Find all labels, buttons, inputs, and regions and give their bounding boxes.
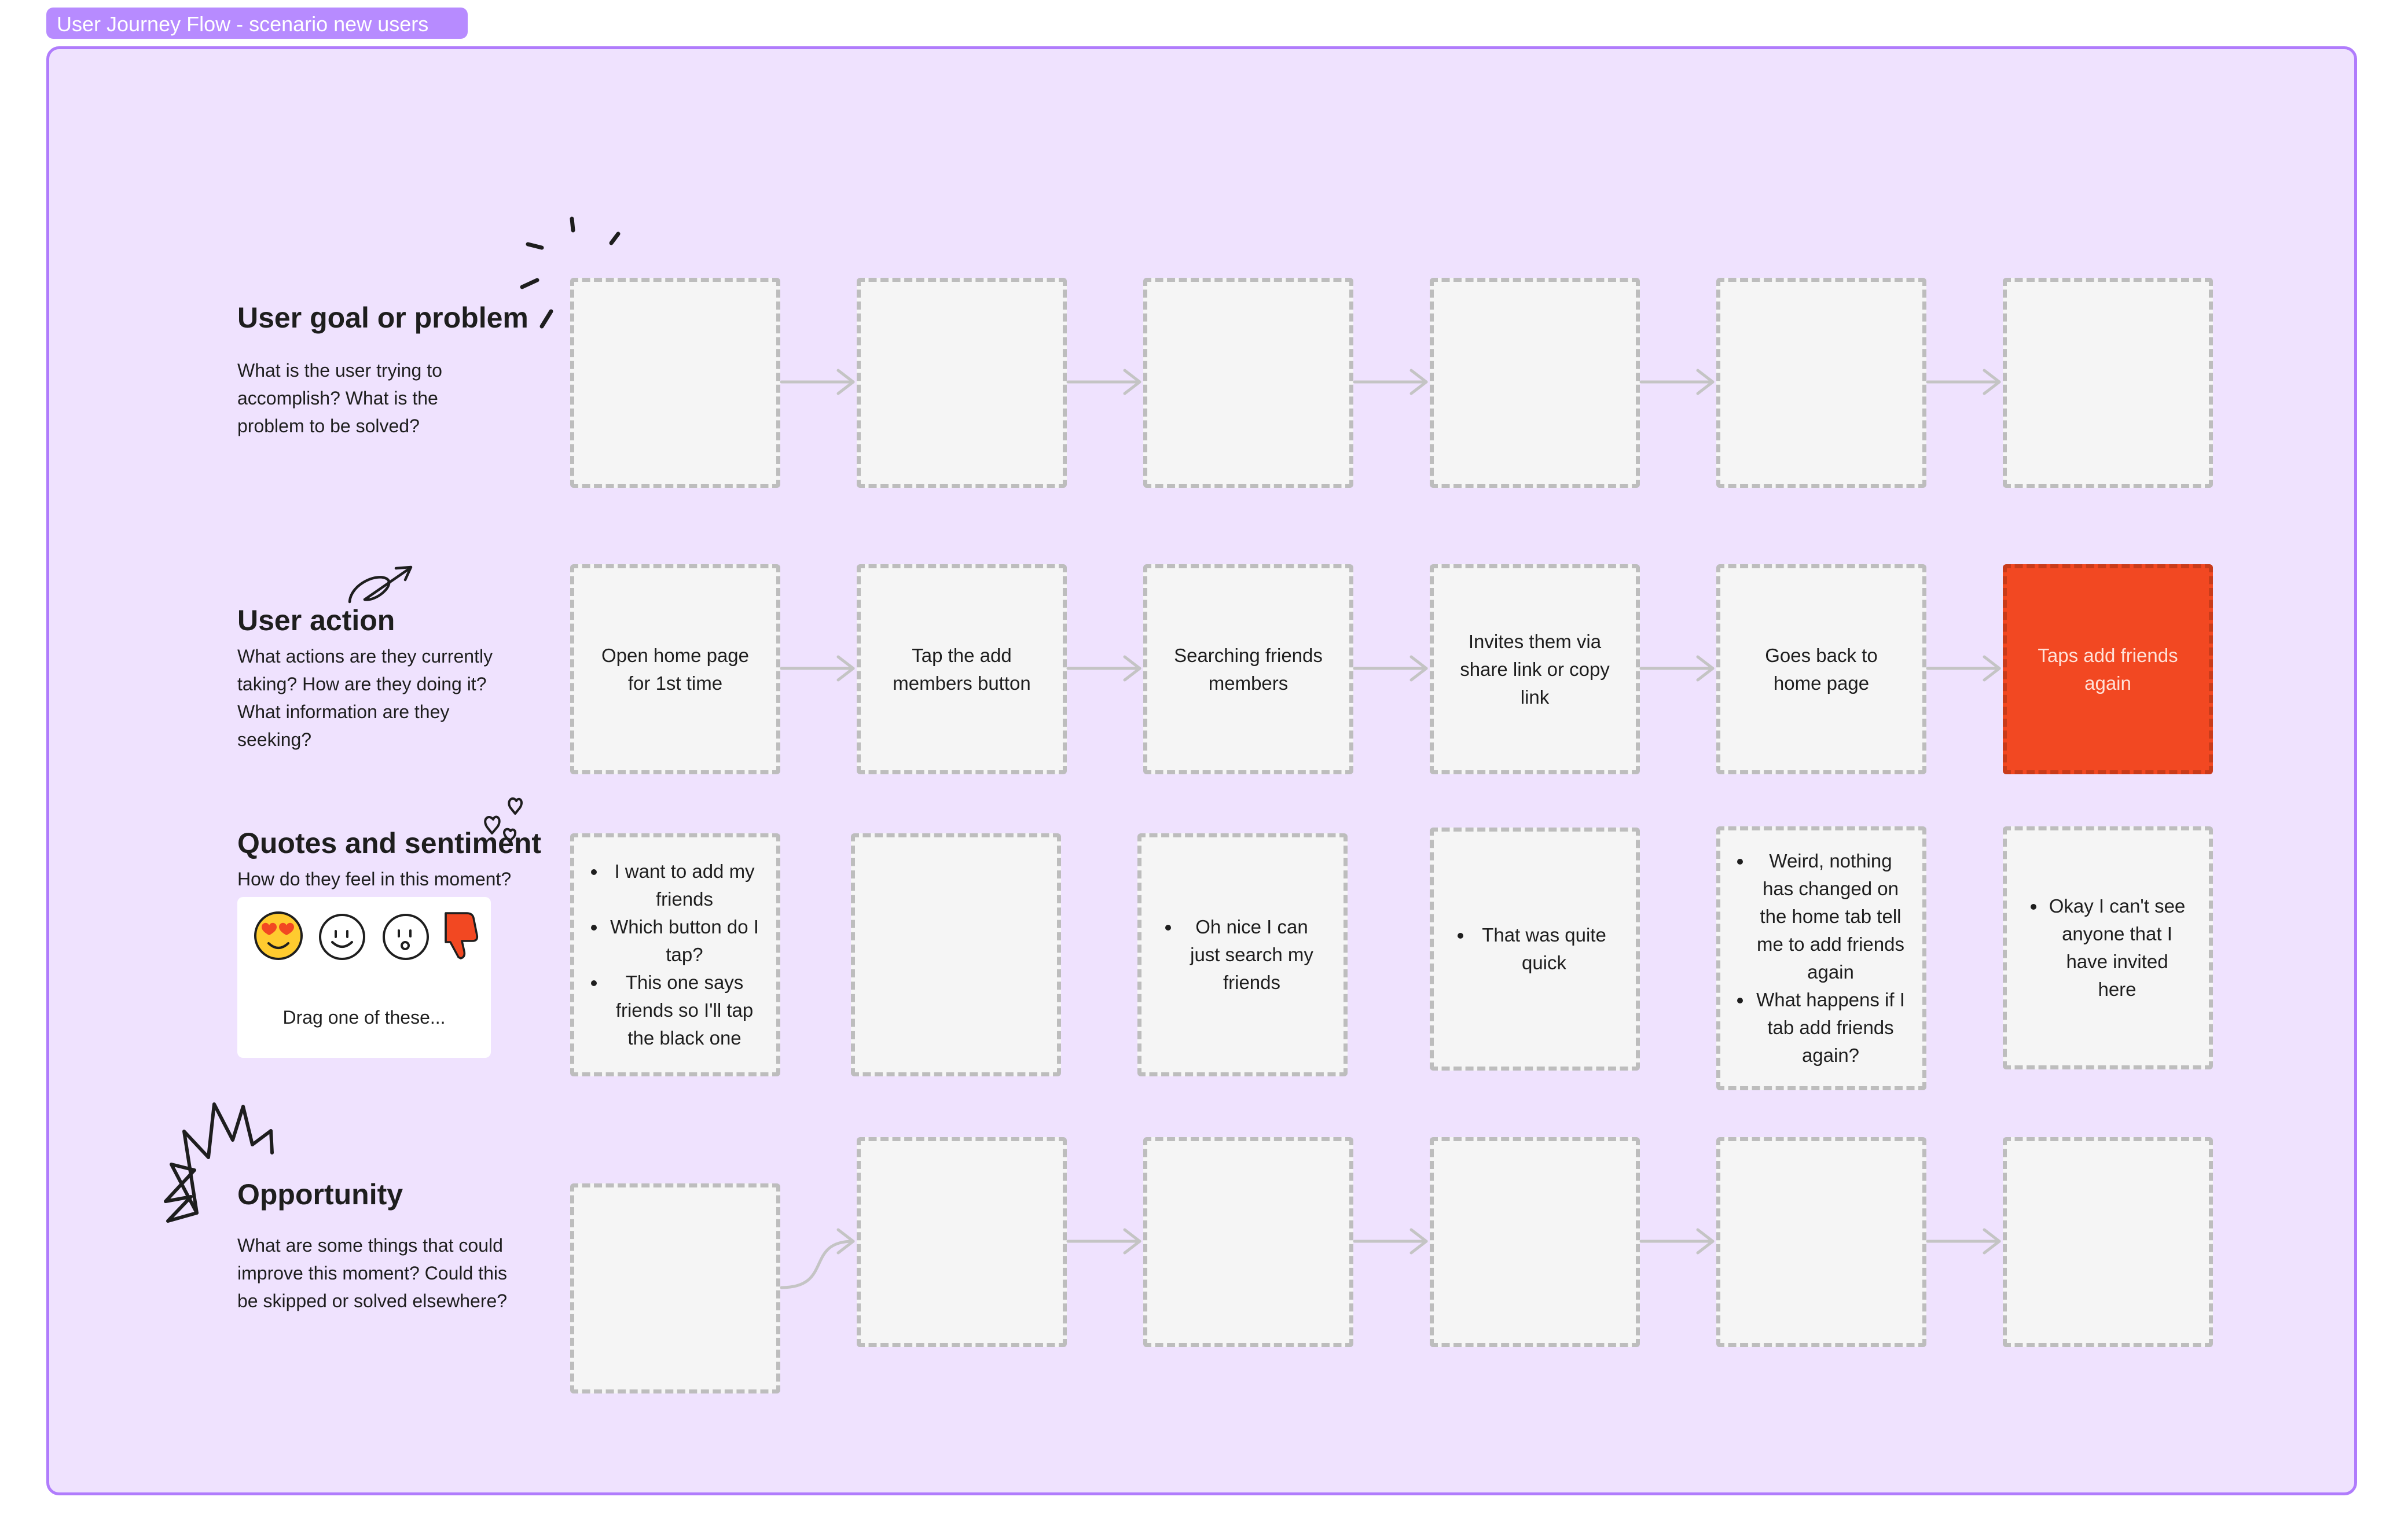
goal-card-5[interactable] xyxy=(1716,278,1926,488)
goal-card-4[interactable] xyxy=(1430,278,1640,488)
action-card-1[interactable]: Open home page for 1st time xyxy=(570,564,780,774)
quote-card-1[interactable]: I want to add my friends Which button do… xyxy=(570,833,780,1076)
action-card-4[interactable]: Invites them via share link or copy link xyxy=(1430,564,1640,774)
action-card-6-highlighted[interactable]: Taps add friends again xyxy=(2003,564,2213,774)
connector-arrow xyxy=(1353,1228,1428,1255)
quote-list: Oh nice I can just search my friends xyxy=(1162,913,1323,997)
row-description-opportunity: What are some things that could improve … xyxy=(237,1235,508,1311)
quote-item: That was quite quick xyxy=(1473,921,1615,977)
connector-arrow xyxy=(1926,369,2001,395)
action-card-text: Taps add friends again xyxy=(2038,644,2178,694)
goal-card-6[interactable] xyxy=(2003,278,2213,488)
connector-arrow xyxy=(1926,1228,2001,1255)
quote-item: Okay I can't see anyone that I have invi… xyxy=(2046,892,2188,1003)
sparkle-doodle-icon xyxy=(520,216,621,329)
action-card-5[interactable]: Goes back to home page xyxy=(1716,564,1926,774)
quote-item: What happens if I tab add friends again? xyxy=(1753,986,1908,1069)
frame-title-tag[interactable]: User Journey Flow - scenario new users xyxy=(46,8,468,39)
connector-arrow xyxy=(780,369,855,395)
connector-arrow xyxy=(1353,655,1428,682)
row-title-opportunity: Opportunity xyxy=(237,1178,403,1211)
quote-card-5[interactable]: Weird, nothing has changed on the home t… xyxy=(1716,826,1926,1090)
connector-arrow xyxy=(780,1228,855,1289)
arrow-doodle-icon xyxy=(348,565,413,604)
action-card-text: Tap the add members button xyxy=(893,644,1031,694)
quote-list: That was quite quick xyxy=(1455,921,1615,977)
connector-arrow xyxy=(1639,369,1715,395)
hearts-doodle-icon xyxy=(484,797,523,843)
sentiment-sticker-card: Drag one of these... xyxy=(237,897,491,1058)
goal-card-1[interactable] xyxy=(570,278,780,488)
quote-list: Weird, nothing has changed on the home t… xyxy=(1734,847,1908,1069)
heart-eyes-emoji-icon[interactable] xyxy=(252,910,304,962)
connector-arrow xyxy=(1639,1228,1715,1255)
quote-card-3[interactable]: Oh nice I can just search my friends xyxy=(1137,833,1348,1076)
opportunity-card-3[interactable] xyxy=(1143,1137,1353,1347)
connector-arrow xyxy=(1926,655,2001,682)
thumbs-down-icon[interactable] xyxy=(440,911,484,961)
quote-item: I want to add my friends xyxy=(607,858,762,913)
quote-card-4[interactable]: That was quite quick xyxy=(1430,828,1640,1071)
quote-list: I want to add my friends Which button do… xyxy=(588,858,762,1052)
sticker-caption: Drag one of these... xyxy=(282,1007,446,1028)
quote-list: Okay I can't see anyone that I have invi… xyxy=(2028,892,2188,1003)
action-card-text: Searching friends members xyxy=(1174,644,1323,694)
frame-title: User Journey Flow - scenario new users xyxy=(57,12,429,36)
quote-item: This one says friends so I'll tap the bl… xyxy=(607,969,762,1052)
action-card-text: Goes back to home page xyxy=(1765,644,1878,694)
opportunity-card-2[interactable] xyxy=(857,1137,1067,1347)
opportunity-card-5[interactable] xyxy=(1716,1137,1926,1347)
smile-face-icon[interactable] xyxy=(317,912,367,962)
connector-arrow xyxy=(1353,369,1428,395)
action-card-2[interactable]: Tap the add members button xyxy=(857,564,1067,774)
opportunity-card-1[interactable] xyxy=(570,1183,780,1393)
surprised-face-icon[interactable] xyxy=(381,912,431,962)
spiky-burst-doodle-icon xyxy=(164,1102,274,1223)
goal-card-3[interactable] xyxy=(1143,278,1353,488)
quote-card-2[interactable] xyxy=(851,833,1061,1076)
opportunity-card-6[interactable] xyxy=(2003,1137,2213,1347)
row-description-action: What actions are they currently taking? … xyxy=(237,646,493,750)
quote-item: Weird, nothing has changed on the home t… xyxy=(1753,847,1908,986)
row-description-goal: What is the user trying to accomplish? W… xyxy=(237,360,442,436)
quote-card-6[interactable]: Okay I can't see anyone that I have invi… xyxy=(2003,826,2213,1069)
action-card-text: Invites them via share link or copy link xyxy=(1460,630,1610,708)
quote-item: Which button do I tap? xyxy=(607,913,762,969)
goal-card-2[interactable] xyxy=(857,278,1067,488)
action-card-3[interactable]: Searching friends members xyxy=(1143,564,1353,774)
connector-arrow xyxy=(1066,655,1141,682)
connector-arrow xyxy=(1639,655,1715,682)
quote-item: Oh nice I can just search my friends xyxy=(1181,913,1323,997)
connector-arrow xyxy=(1066,1228,1141,1255)
action-card-text: Open home page for 1st time xyxy=(601,644,750,694)
row-title-action: User action xyxy=(237,604,395,637)
connector-arrow xyxy=(780,655,855,682)
row-title-goal: User goal or problem xyxy=(237,301,528,334)
connector-arrow xyxy=(1066,369,1141,395)
row-description-quotes: How do they feel in this moment? xyxy=(237,869,512,889)
opportunity-card-4[interactable] xyxy=(1430,1137,1640,1347)
